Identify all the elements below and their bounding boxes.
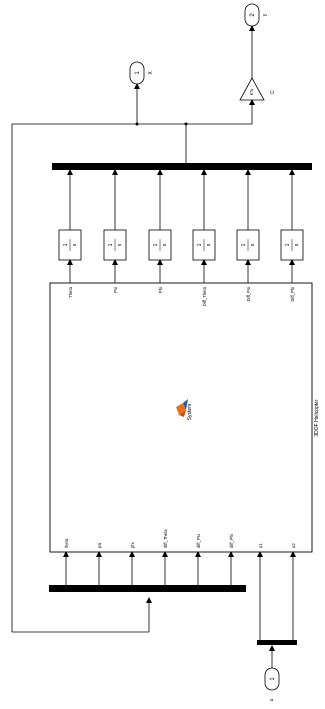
outport-y-label: y	[262, 13, 268, 16]
svg-text:1: 1	[270, 677, 276, 681]
out-label-diff-psi: Diff_Psi	[246, 287, 251, 301]
in-label-diff-psi: diff_Psi	[196, 534, 201, 548]
input-mux-bar[interactable]	[49, 585, 246, 592]
svg-text:s: s	[206, 243, 212, 246]
in-label-diff-theta: diff_Theta	[163, 529, 168, 548]
svg-text:1: 1	[108, 243, 114, 246]
outport-x-label: X	[148, 71, 154, 75]
in-label-psi: psi	[97, 543, 102, 548]
gain-block-c[interactable]: K*u	[239, 77, 265, 101]
inport-u[interactable]: 1	[264, 667, 280, 691]
signal-lines	[11, 25, 296, 668]
svg-text:K*u: K*u	[249, 88, 254, 95]
junction-dot	[184, 122, 188, 126]
svg-text:s: s	[294, 243, 300, 246]
inport-u-label: u	[269, 698, 275, 701]
integrator-diff-phi[interactable]: 1 s	[280, 229, 304, 261]
svg-text:1: 1	[197, 243, 203, 246]
junction-dot	[135, 122, 139, 126]
svg-text:2: 2	[250, 13, 256, 17]
out-label-theta: Theta	[68, 286, 73, 297]
svg-text:1: 1	[63, 243, 69, 246]
out-label-phi: Phi	[158, 287, 163, 293]
subsystem-3dof-helicopter[interactable]: Theta Psi Phi Diff_Theta Diff_Psi Diff_P…	[49, 282, 320, 553]
output-mux-bar[interactable]	[52, 163, 312, 170]
svg-text:s: s	[72, 243, 78, 246]
svg-text:1: 1	[241, 243, 247, 246]
outport-y[interactable]: 2	[244, 3, 260, 27]
svg-text:1: 1	[135, 71, 141, 75]
svg-text:1: 1	[285, 243, 291, 246]
in-label-u1: u1	[258, 543, 263, 548]
matlab-logo-icon	[176, 399, 188, 417]
integrator-phi[interactable]: 1 s	[148, 229, 172, 261]
gain-label: C	[270, 90, 276, 94]
out-label-psi: Psi	[113, 287, 118, 293]
out-label-diff-phi: Diff_Phi	[290, 287, 295, 302]
u-demux-bar[interactable]	[257, 640, 297, 645]
subsystem-center-label: System	[187, 404, 193, 421]
integrator-blocks: 1 s 1 s 1 s 1 s 1 s	[58, 229, 304, 261]
svg-text:s: s	[250, 243, 256, 246]
integrator-psi[interactable]: 1 s	[103, 229, 127, 261]
in-label-theta: theta	[64, 538, 69, 548]
integrator-theta[interactable]: 1 s	[58, 229, 82, 261]
integrator-diff-theta[interactable]: 1 s	[192, 229, 216, 261]
subsystem-title: 3DOF Helicopter	[314, 399, 320, 437]
svg-text:s: s	[162, 243, 168, 246]
in-label-phi: phi	[130, 542, 135, 548]
integrator-diff-psi[interactable]: 1 s	[236, 229, 260, 261]
svg-text:s: s	[117, 243, 123, 246]
out-label-diff-theta: Diff_Theta	[202, 286, 207, 306]
svg-text:1: 1	[153, 243, 159, 246]
outport-x[interactable]: 1	[129, 61, 145, 85]
in-label-diff-phi: diff_Phi	[229, 534, 234, 548]
in-label-u2: u2	[291, 543, 296, 548]
